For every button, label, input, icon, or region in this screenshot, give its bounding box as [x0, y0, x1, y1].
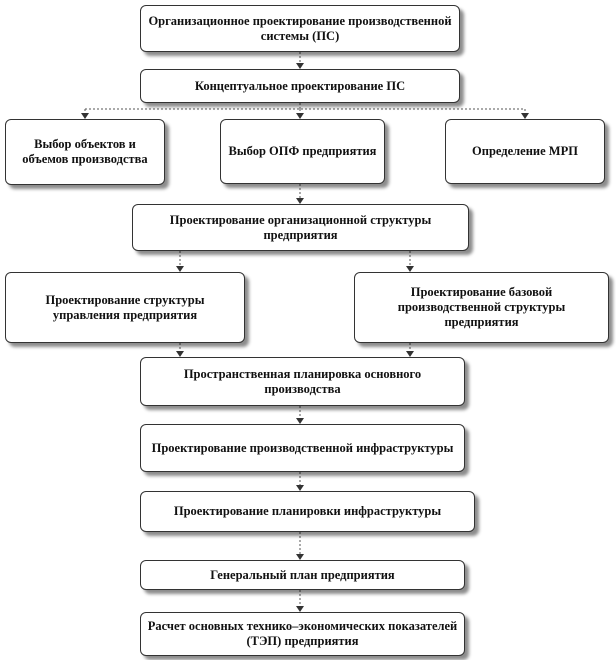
node-org-structure: Проектирование организационной структуры…	[132, 204, 469, 251]
node-label: Проектирование организационной структуры…	[169, 212, 432, 242]
node-tep-calc: Расчет основных технико–экономических по…	[140, 612, 465, 656]
node-spatial-layout: Пространственная планировка основного пр…	[140, 357, 465, 406]
node-label: Выбор объектов и объемов производства	[22, 137, 148, 166]
node-label: Пространственная планировка основного пр…	[183, 366, 422, 396]
node-label: Концептуальное проектирование ПС	[194, 78, 406, 93]
node-define-mrp: Определение МРП	[445, 119, 605, 184]
node-infra-layout: Проектирование планировки инфраструктуры	[140, 491, 475, 532]
node-label: Проектирование структуры управления пред…	[45, 292, 205, 322]
node-mgmt-structure: Проектирование структуры управления пред…	[5, 272, 245, 343]
node-label: Генеральный план предприятия	[210, 567, 395, 582]
node-label: Организационное проектирование производс…	[148, 13, 452, 43]
node-label: Определение МРП	[472, 144, 578, 158]
node-base-structure: Проектирование базовой производственной …	[354, 272, 609, 343]
node-label: Проектирование базовой производственной …	[397, 285, 566, 329]
node-master-plan: Генеральный план предприятия	[140, 560, 465, 590]
node-label: Выбор ОПФ предприятия	[228, 144, 377, 158]
node-select-opf: Выбор ОПФ предприятия	[220, 119, 385, 184]
node-label: Проектирование планировки инфраструктуры	[173, 504, 442, 518]
node-label: Проектирование производственной инфрастр…	[151, 440, 454, 455]
node-label: Расчет основных технико–экономических по…	[147, 619, 458, 648]
node-select-objects: Выбор объектов и объемов производства	[5, 119, 165, 185]
node-org-design: Организационное проектирование производс…	[140, 5, 460, 52]
node-concept-design: Концептуальное проектирование ПС	[140, 69, 460, 103]
node-infra-design: Проектирование производственной инфрастр…	[140, 424, 465, 472]
